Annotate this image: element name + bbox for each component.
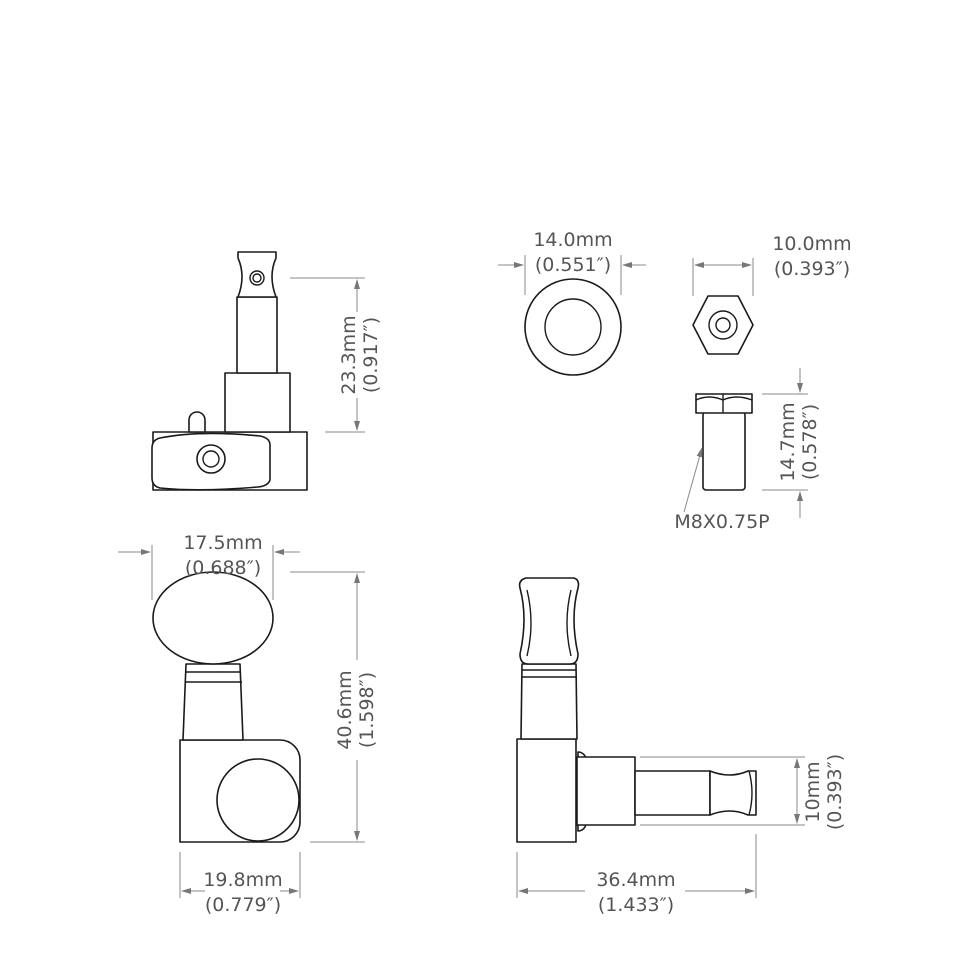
dim-label-mm: 36.4mm [596, 869, 675, 891]
dim-label-mm: 40.6mm [334, 670, 356, 749]
dim-label-mm: 14.0mm [533, 229, 612, 251]
dim-button-width: 17.5mm (0.688″) [118, 532, 300, 600]
dim-label-mm: 17.5mm [183, 532, 262, 554]
dim-label-in: (0.551″) [535, 254, 611, 276]
dim-post-diameter: 10mm (0.393″) [640, 754, 846, 830]
dim-label-in: (0.393″) [824, 754, 846, 830]
dim-nut-height: 14.7mm (0.578″) M8X0.75P [674, 368, 821, 533]
dim-label-mm: 14.7mm [777, 402, 799, 481]
dim-label-in: (0.578″) [799, 404, 821, 480]
hex-nut-top [692, 295, 754, 355]
dim-label-in: (1.433″) [598, 894, 674, 916]
dim-housing-width: 19.8mm (0.779″) [179, 852, 301, 916]
dim-label-in: (1.598″) [356, 672, 378, 748]
dim-label-mm: 10mm [802, 761, 824, 822]
dim-label-mm: 23.3mm [338, 315, 360, 394]
dim-label-mm: 10.0mm [772, 233, 851, 255]
dim-label-in: (0.917″) [360, 317, 382, 393]
dim-label-mm: 19.8mm [203, 869, 282, 891]
washer [524, 278, 622, 376]
dim-nut-width: 10.0mm (0.393″) [692, 233, 852, 296]
tuner-front-view [152, 571, 301, 843]
dim-post-height: 23.3mm (0.917″) [290, 277, 382, 433]
dim-label-in: (0.779″) [205, 894, 281, 916]
tuner-top-view [151, 251, 308, 491]
dim-overall-length: 36.4mm (1.433″) [516, 834, 757, 916]
thread-label: M8X0.75P [674, 511, 769, 533]
dim-washer: 14.0mm (0.551″) [498, 229, 646, 295]
hex-nut-side [695, 393, 753, 491]
dim-label-in: (0.393″) [774, 258, 850, 280]
tuner-side-view [516, 577, 757, 843]
dim-label-in: (0.688″) [185, 557, 261, 579]
dim-overall-height: 40.6mm (1.598″) [290, 571, 378, 843]
